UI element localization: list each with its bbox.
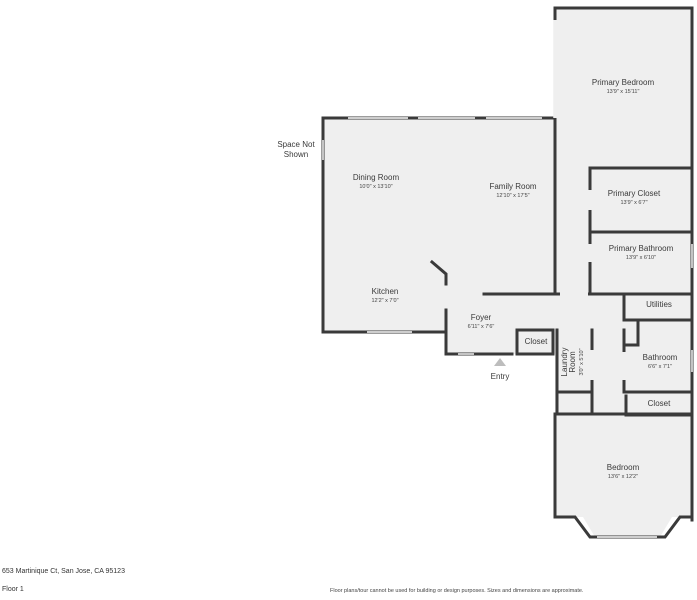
laundry-room-label: Laundry Room 3'0" x 5'10": [560, 348, 585, 377]
primary-bedroom-dims: 13'9" x 15'11": [607, 89, 640, 95]
primary-closet-name: Primary Closet: [608, 189, 661, 198]
space-not-shown-line2: Shown: [284, 150, 308, 159]
space-not-shown-line1: Space Not: [277, 140, 315, 149]
primary-bedroom-fill: [555, 8, 692, 294]
disclaimer-text: Floor plans/tour cannot be used for buil…: [330, 588, 584, 594]
foyer-closet-walls: [515, 328, 555, 356]
foyer-name: Foyer: [471, 313, 492, 322]
primary-bathroom-dims: 13'9" x 6'10": [626, 255, 656, 261]
kitchen-dims: 12'2" x 7'0": [371, 298, 398, 304]
kitchen-counter: [429, 259, 448, 286]
laundry-room-dims: 3'0" x 5'10": [579, 348, 585, 375]
property-address: 653 Martinique Ct, San Jose, CA 95123: [2, 568, 125, 575]
dining-room-name: Dining Room: [353, 173, 400, 182]
bathroom-walls: [622, 328, 694, 394]
laundry-room-line2: Room: [568, 351, 577, 373]
opening-gaps: [553, 20, 626, 380]
foyer-closet-name: Closet: [525, 337, 548, 346]
utilities-walls: [622, 292, 694, 322]
floor-label: Floor 1: [2, 586, 24, 593]
family-room-name: Family Room: [489, 182, 536, 191]
bedroom-fill: [555, 415, 692, 537]
bedroom-name: Bedroom: [607, 463, 640, 472]
kitchen-name: Kitchen: [372, 287, 399, 296]
bedroom-dims: 13'6" x 12'2": [608, 474, 638, 480]
entry-label: Entry: [491, 372, 510, 381]
entry-marker-icon: [494, 358, 506, 366]
primary-bedroom-name: Primary Bedroom: [592, 78, 655, 87]
windows: [322, 117, 693, 538]
bedroom-walls: [553, 412, 694, 539]
bathroom-dims: 6'6" x 7'1": [648, 364, 672, 370]
room-labels: Primary Bedroom 13'9" x 15'11" Space Not…: [277, 78, 677, 480]
laundry-room-line1: Laundry: [560, 348, 569, 377]
primary-bathroom-name: Primary Bathroom: [609, 244, 674, 253]
bathroom-name: Bathroom: [643, 353, 678, 362]
floor-fills: [323, 8, 692, 537]
hall-closet-name: Closet: [648, 399, 671, 408]
dining-room-dims: 10'0" x 13'10": [359, 184, 392, 190]
foyer-dims: 6'11" x 7'6": [468, 324, 495, 330]
family-room-dims: 12'10" x 17'5": [496, 193, 529, 199]
utilities-name: Utilities: [646, 300, 672, 309]
primary-closet-dims: 13'9" x 6'7": [620, 200, 647, 206]
